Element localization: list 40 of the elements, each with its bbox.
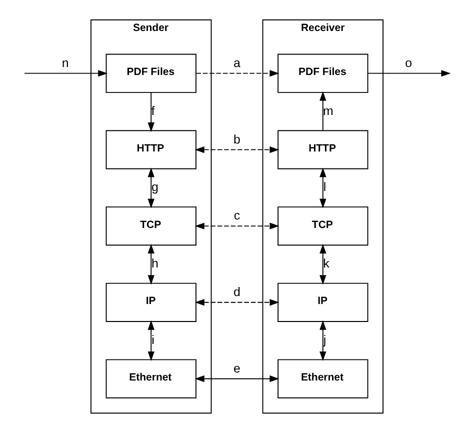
- arrow: [194, 375, 280, 382]
- arrow: [148, 168, 154, 208]
- node-box: TCP: [106, 206, 196, 246]
- arrow: [148, 244, 154, 285]
- node-box: Ethernet: [106, 359, 196, 398]
- arrow: [194, 222, 280, 230]
- arrow: [194, 299, 280, 306]
- edge-label: h: [151, 256, 158, 270]
- node-box: HTTP: [278, 130, 368, 170]
- arrow: [24, 70, 108, 77]
- node-box: HTTP: [106, 130, 196, 170]
- edge-label: k: [323, 256, 330, 270]
- edge-label: j: [323, 332, 326, 347]
- arrow: [320, 320, 326, 362]
- arrow: [148, 92, 154, 132]
- arrow: [148, 320, 154, 362]
- edge-label: c: [234, 208, 240, 223]
- arrow: [320, 91, 326, 132]
- edge-label: a: [234, 56, 240, 70]
- arrow: [320, 244, 326, 285]
- edge-label: n: [62, 56, 69, 70]
- edge-label: f: [151, 104, 155, 118]
- arrow: [194, 146, 280, 154]
- edge-label: d: [234, 285, 240, 300]
- node-box: IP: [278, 282, 368, 322]
- arrow: [196, 70, 280, 77]
- node-box: TCP: [278, 206, 368, 246]
- edge-label: m: [322, 104, 334, 118]
- edge-label: g: [151, 180, 158, 194]
- edge-label: l: [323, 180, 326, 194]
- arrow: [368, 70, 451, 77]
- node-box: IP: [106, 282, 196, 322]
- node-box: PDF Files: [106, 54, 196, 93]
- node-box: PDF Files: [278, 54, 368, 93]
- edge-label: e: [234, 361, 240, 376]
- edge-label: b: [234, 132, 240, 146]
- node-box: Ethernet: [278, 359, 368, 398]
- edge-label: i: [152, 332, 154, 347]
- arrow: [320, 168, 326, 208]
- edge-label: o: [405, 56, 412, 70]
